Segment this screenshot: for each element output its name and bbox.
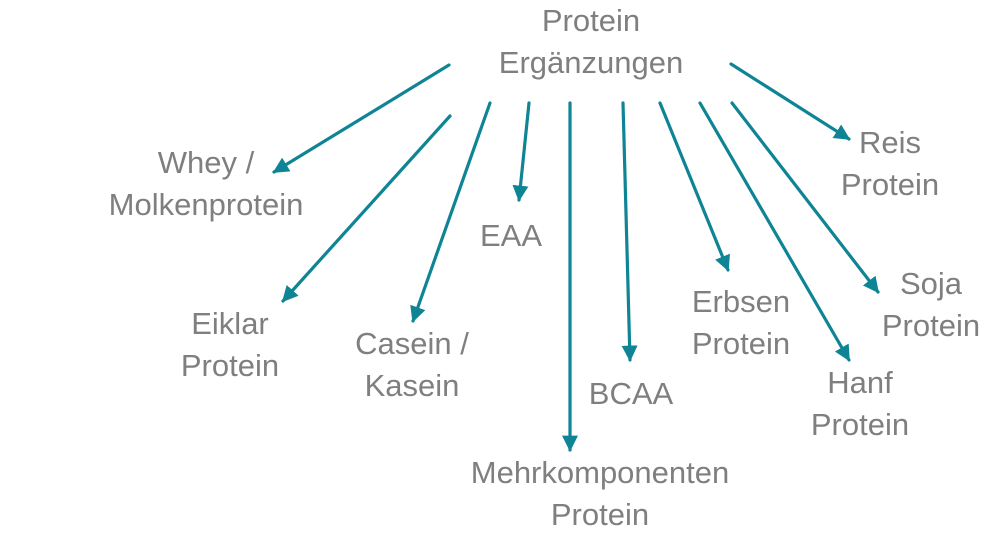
node-hanf-line2: Protein — [810, 407, 910, 442]
node-bcaa-line1: BCAA — [588, 376, 674, 411]
node-reis-line1: Reis — [858, 125, 922, 160]
arrow-bcaa — [621, 101, 638, 362]
node-reis-line2: Protein — [840, 167, 940, 202]
root-line1: Protein — [541, 3, 641, 38]
node-whey: Whey / Molkenprotein — [109, 142, 304, 226]
node-eiklar: Eiklar Protein — [181, 303, 279, 387]
node-hanf-line1: Hanf — [827, 365, 893, 400]
node-soja-line1: Soja — [899, 266, 963, 301]
arrow-reis — [729, 62, 851, 141]
node-reis: Reis Protein — [841, 122, 939, 206]
arrow-hanf — [698, 101, 851, 362]
node-erbsen: Erbsen Protein — [692, 281, 790, 365]
node-mehrkomponenten: Mehrkomponenten Protein — [471, 452, 730, 536]
arrow-eaa — [512, 101, 531, 202]
root-line2: Ergänzungen — [498, 45, 684, 80]
node-eaa: EAA — [480, 215, 542, 257]
node-bcaa: BCAA — [589, 373, 673, 415]
node-whey-line2: Molkenprotein — [108, 187, 304, 222]
node-casein-line1: Casein / — [355, 326, 469, 361]
arrow-casein — [410, 101, 492, 323]
node-hanf: Hanf Protein — [811, 362, 909, 446]
node-whey-line1: Whey / — [157, 145, 255, 180]
node-eiklar-line1: Eiklar — [191, 306, 269, 341]
node-eaa-line1: EAA — [479, 218, 543, 253]
arrow-soja — [730, 101, 880, 294]
arrow-erbsen — [658, 101, 730, 272]
node-mehrkomponenten-line2: Protein — [550, 497, 650, 532]
node-casein-line2: Kasein — [364, 368, 460, 403]
node-soja-line2: Protein — [881, 308, 981, 343]
node-eiklar-line2: Protein — [180, 348, 280, 383]
node-erbsen-line2: Protein — [691, 326, 791, 361]
node-soja: Soja Protein — [882, 263, 980, 347]
node-erbsen-line1: Erbsen — [691, 284, 791, 319]
arrow-eiklar — [281, 114, 452, 303]
root-node: Protein Ergänzungen — [499, 0, 683, 84]
node-mehrkomponenten-line1: Mehrkomponenten — [470, 455, 730, 490]
arrow-whey — [272, 63, 451, 174]
node-casein: Casein / Kasein — [355, 323, 469, 407]
